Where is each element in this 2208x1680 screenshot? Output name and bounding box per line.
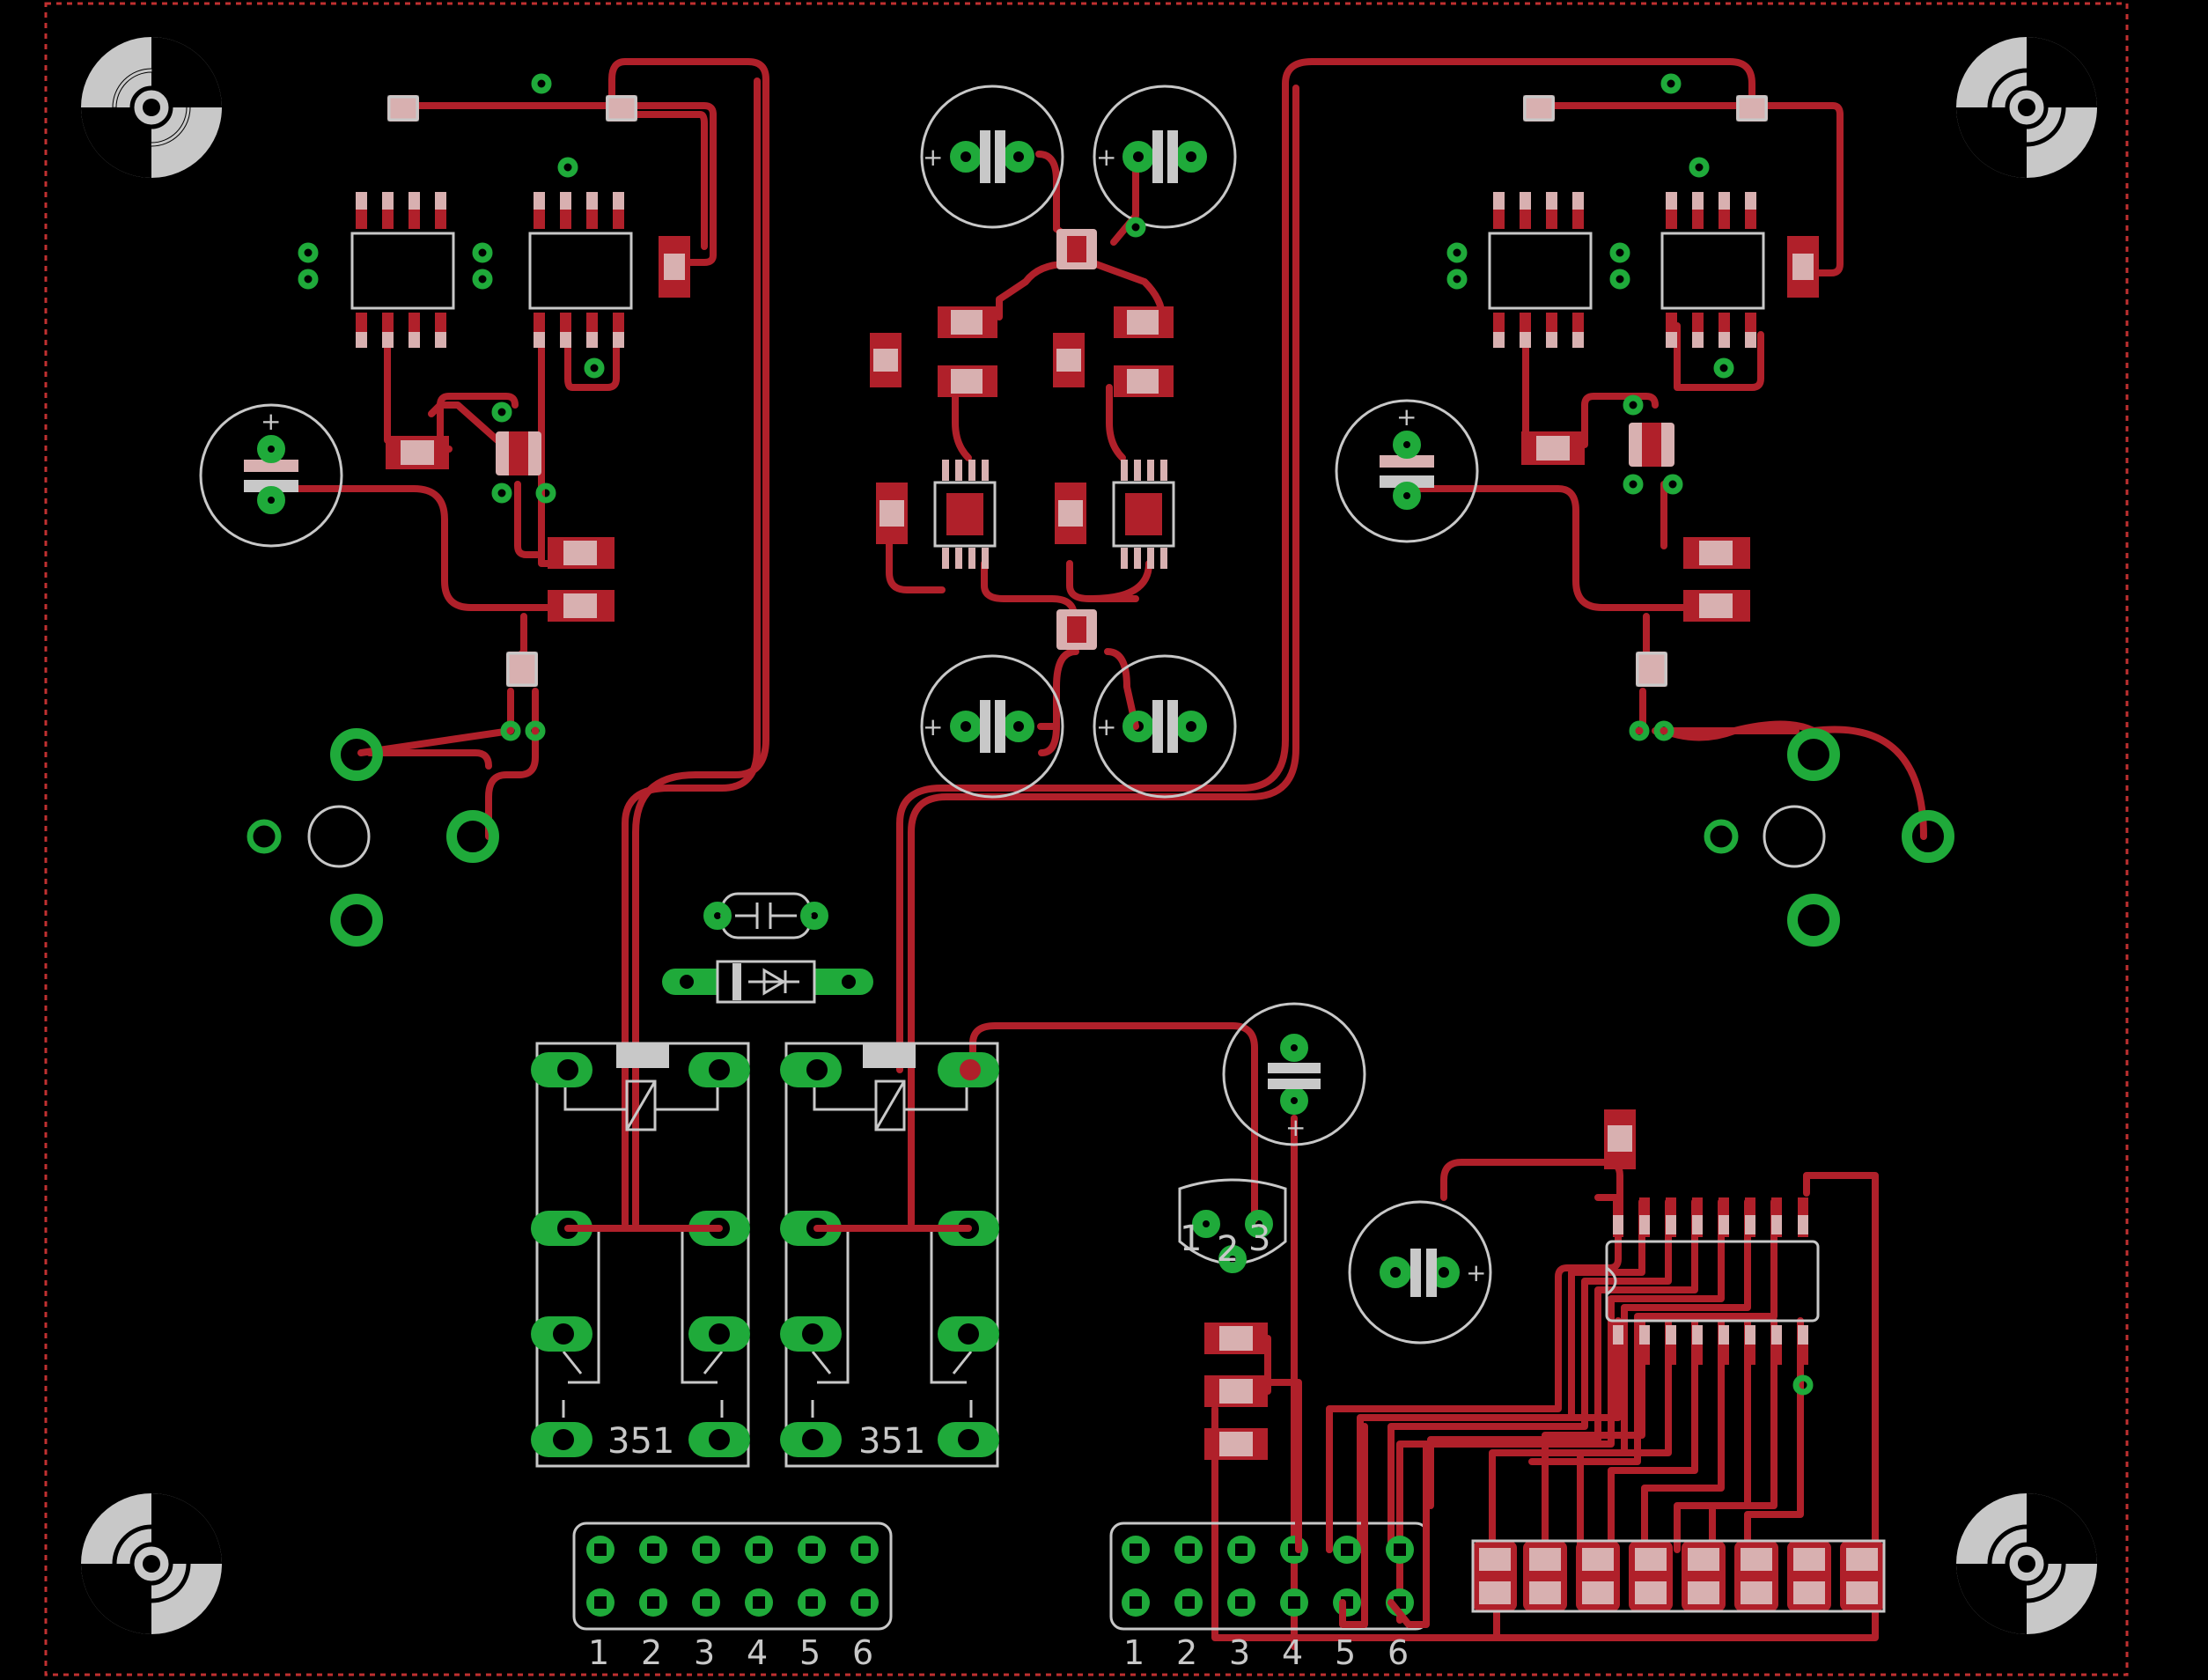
- header-left-pad-hole: [858, 1596, 871, 1609]
- header-left-pad-hole: [594, 1596, 607, 1609]
- power-cap-bottom-left: +: [920, 654, 1064, 799]
- copper-traces: [268, 58, 1927, 1650]
- header-right-pad-hole: [1130, 1544, 1142, 1556]
- audio-jack-right: [1704, 728, 1954, 947]
- header-right-pin-5: 5: [1335, 1633, 1356, 1672]
- header-right-pad-hole: [1341, 1544, 1353, 1556]
- header-left-pin-2: 2: [641, 1633, 662, 1672]
- power-cap-bottom-right: +: [1093, 654, 1237, 799]
- voltage-regulator-area: + 1 2 3: [1178, 1002, 1366, 1460]
- regulator-pin-1: 1: [1180, 1219, 1202, 1259]
- relay-1-label: 351: [607, 1421, 674, 1462]
- op-amp-ic-left-2: [528, 192, 633, 348]
- header-right-pad-hole: [1235, 1596, 1248, 1609]
- relay-2: 351: [780, 1042, 999, 1468]
- regulator-ic-right: [1112, 460, 1175, 569]
- svg-text:+: +: [1096, 712, 1116, 741]
- regulator-ic-left: [933, 460, 997, 569]
- mounting-hole-bottom-left: [81, 1493, 222, 1634]
- header-right-pad-hole: [1235, 1544, 1248, 1556]
- header-left-pad-hole: [700, 1596, 712, 1609]
- header-left-pad-hole: [806, 1544, 818, 1556]
- op-amp-ic-left-1: [350, 192, 455, 348]
- power-cap-top-right: +: [1093, 85, 1237, 229]
- header-left-pin-3: 3: [694, 1633, 715, 1672]
- right-amp-section: +: [1335, 73, 1954, 947]
- header-left-pin-6: 6: [852, 1633, 873, 1672]
- header-left-pin-5: 5: [799, 1633, 821, 1672]
- mounting-holes: [81, 37, 2097, 1634]
- resistor-array: [1471, 1539, 1886, 1613]
- header-right-pin-3: 3: [1229, 1633, 1250, 1672]
- shift-register-area: +: [1348, 1109, 1886, 1613]
- header-right-pad-hole: [1130, 1596, 1142, 1609]
- svg-text:+: +: [1396, 402, 1417, 431]
- op-amp-ic-right-2: [1660, 192, 1765, 348]
- op-amp-ic-right-1: [1488, 192, 1593, 348]
- header-right-traces: [1264, 1379, 1430, 1628]
- mounting-hole-top-right: [1956, 37, 2097, 178]
- header-left-pad-hole: [700, 1544, 712, 1556]
- relay-1: 351: [531, 1042, 750, 1468]
- mid-through-hole-parts: [662, 892, 873, 1004]
- header-left-pin-1: 1: [588, 1633, 609, 1672]
- electrolytic-cap-left: +: [199, 403, 343, 548]
- regulator-cap-plus: +: [1285, 1113, 1306, 1142]
- mounting-hole-bottom-right: [1956, 1493, 2097, 1634]
- board-outline: [44, 2, 2129, 1676]
- header-connector-left: 1 2 3 4 5 6: [572, 1522, 893, 1672]
- svg-text:+: +: [1096, 143, 1116, 172]
- header-right-pad-hole: [1182, 1596, 1195, 1609]
- header-left-pad-hole: [858, 1544, 871, 1556]
- header-right-pin-6: 6: [1387, 1633, 1409, 1672]
- regulator-pin-3: 3: [1248, 1219, 1270, 1259]
- header-right-pin-1: 1: [1123, 1633, 1144, 1672]
- shift-cap-plus: +: [1466, 1258, 1486, 1287]
- svg-text:+: +: [923, 712, 943, 741]
- power-cap-top-left: +: [920, 85, 1064, 229]
- left-amp-section: +: [199, 73, 690, 947]
- header-right-pad-hole: [1288, 1596, 1300, 1609]
- header-left-pad-hole: [647, 1544, 659, 1556]
- header-connector-right: 1 2 3 4 5 6: [1109, 1522, 1430, 1672]
- header-left-pad-hole: [753, 1544, 765, 1556]
- header-right-pin-4: 4: [1282, 1633, 1303, 1672]
- svg-text:+: +: [923, 143, 943, 172]
- header-left-pad-hole: [647, 1596, 659, 1609]
- header-left-pad-hole: [753, 1596, 765, 1609]
- audio-jack-left: [247, 728, 499, 947]
- header-right-pad-hole: [1182, 1544, 1195, 1556]
- electrolytic-cap-right: +: [1335, 399, 1479, 543]
- header-left-pad-hole: [806, 1596, 818, 1609]
- regulator-pin-2: 2: [1217, 1229, 1239, 1270]
- header-right-pin-2: 2: [1176, 1633, 1197, 1672]
- center-power-section: + + + +: [870, 85, 1237, 799]
- header-left-pin-4: 4: [747, 1633, 768, 1672]
- relay-2-label: 351: [858, 1421, 925, 1462]
- header-right-pad-hole: [1394, 1544, 1406, 1556]
- header-left-pad-hole: [594, 1544, 607, 1556]
- svg-text:+: +: [261, 407, 281, 436]
- mounting-hole-top-left: [81, 37, 222, 178]
